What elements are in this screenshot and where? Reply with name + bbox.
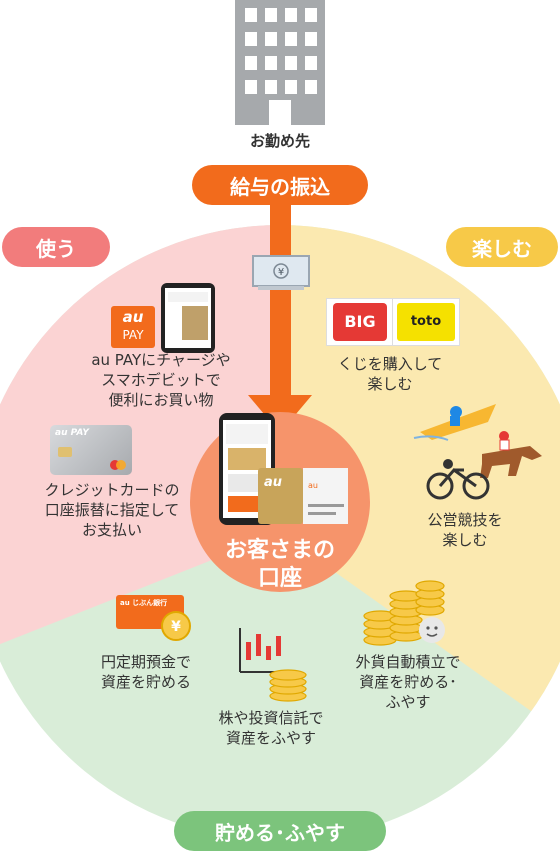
stocks-text-line2: 資産をふやす xyxy=(225,729,316,747)
use-section-label: 使う xyxy=(2,227,110,267)
deposit-text-line1: 円定期預金で xyxy=(100,653,191,671)
building-icon xyxy=(235,0,325,125)
deposit-text-line2: 資産を貯める xyxy=(100,673,191,691)
credit-text-line2: 口座振替に指定して xyxy=(44,501,180,519)
foreign-currency-coins-icon xyxy=(363,580,445,646)
yen-bill-icon: ¥ xyxy=(252,255,310,290)
transfer-arrow-shaft xyxy=(270,180,291,410)
au-gold-card-icon: au au xyxy=(258,468,348,524)
fx-text-line1: 外貨自動積立で xyxy=(355,653,461,671)
boat-race-icon xyxy=(413,404,496,441)
racing-text-line2: 楽しむ xyxy=(442,531,488,549)
svg-text:au: au xyxy=(264,475,282,490)
au-pay-logo: au PAY xyxy=(111,306,155,348)
account-label-line2: 口座 xyxy=(257,566,302,591)
credit-text-line3: お支払い xyxy=(81,521,142,539)
aupay-text-line1: au PAYにチャージや xyxy=(91,351,231,369)
stocks-text-line1: 株や投資信託で xyxy=(218,709,324,727)
svg-text:¥: ¥ xyxy=(278,267,284,278)
lottery-text-line1: くじを購入して xyxy=(337,355,443,373)
toto-logo: toto xyxy=(392,298,460,346)
au-pay-credit-card-icon: au PAY xyxy=(50,425,132,475)
stock-chart-coins-icon xyxy=(239,628,307,702)
aupay-text-line3: 便利にお買い物 xyxy=(108,391,214,409)
credit-text-line1: クレジットカードの xyxy=(44,481,180,499)
racing-text-line1: 公営競技を xyxy=(427,511,503,529)
au-pay-phone-icon xyxy=(161,283,215,353)
racing-icons xyxy=(413,404,542,500)
svg-text:au: au xyxy=(308,481,318,490)
bicycle-race-icon xyxy=(426,467,490,500)
big-logo: BIG xyxy=(326,298,394,346)
save-section-label: 貯める･ふやす xyxy=(174,811,386,851)
horse-race-icon xyxy=(480,431,542,478)
salary-transfer-label: 給与の振込 xyxy=(192,165,368,205)
enjoy-section-label: 楽しむ xyxy=(446,227,558,267)
account-label-line1: お客さまの xyxy=(224,538,335,563)
aupay-text-line2: スマホデビットで xyxy=(101,371,221,389)
fx-text-line2: 資産を貯める･ xyxy=(359,673,457,691)
fx-text-line3: ふやす xyxy=(385,693,431,711)
svg-text:¥: ¥ xyxy=(171,619,181,635)
workplace-label: お勤め先 xyxy=(249,132,310,150)
lottery-text-line2: 楽しむ xyxy=(367,375,413,393)
yen-coin-icon: ¥ xyxy=(161,611,191,641)
